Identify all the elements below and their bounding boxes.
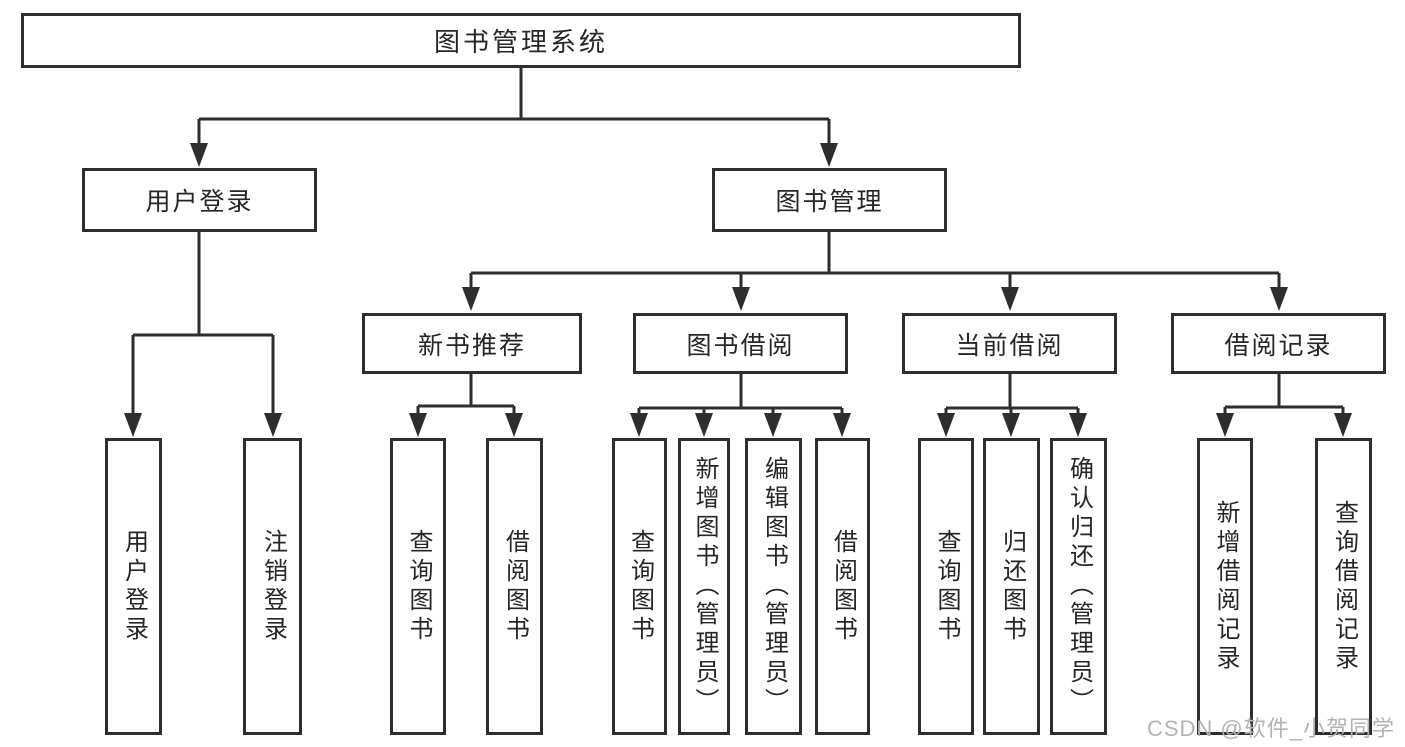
node-label: 注销登录 xyxy=(259,528,287,645)
leaf-user-login: 用户登录 xyxy=(105,438,162,735)
node-library-system: 图书管理系统 xyxy=(21,13,1021,68)
leaf-borrow-books-1: 借阅图书 xyxy=(486,438,543,735)
node-label: 当前借阅 xyxy=(955,331,1064,360)
node-label: 借阅图书 xyxy=(829,528,857,645)
leaf-add-borrow-record: 新增借阅记录 xyxy=(1197,438,1253,735)
node-label: 查询图书 xyxy=(626,528,654,645)
leaf-query-books-3: 查询图书 xyxy=(918,438,974,735)
node-current-borrowing: 当前借阅 xyxy=(902,313,1117,374)
node-label: 借阅记录 xyxy=(1224,331,1333,360)
node-label: 查询图书 xyxy=(933,528,960,645)
node-book-borrowing: 图书借阅 xyxy=(633,313,848,374)
node-user-login: 用户登录 xyxy=(82,168,317,232)
node-label: 图书借阅 xyxy=(686,331,795,360)
node-label: 确认归还（管理员） xyxy=(1065,456,1093,717)
node-label: 查询借阅记录 xyxy=(1330,499,1358,674)
leaf-borrow-books-2: 借阅图书 xyxy=(815,438,870,735)
leaf-query-books-1: 查询图书 xyxy=(390,438,446,735)
leaf-add-book-admin: 新增图书（管理员） xyxy=(678,438,730,735)
node-label: 图书管理系统 xyxy=(433,27,608,57)
node-label: 图书管理 xyxy=(775,188,884,216)
node-label: 借阅图书 xyxy=(501,528,529,645)
node-new-book-recommend: 新书推荐 xyxy=(362,313,582,374)
node-label: 新增图书（管理员） xyxy=(691,456,718,717)
node-borrow-records: 借阅记录 xyxy=(1171,313,1386,374)
leaf-return-book: 归还图书 xyxy=(983,438,1040,735)
leaf-logout: 注销登录 xyxy=(243,438,302,735)
node-label: 编辑图书（管理员） xyxy=(760,456,788,717)
node-label: 新书推荐 xyxy=(417,331,526,360)
node-label: 用户登录 xyxy=(145,188,254,216)
node-label: 归还图书 xyxy=(998,528,1026,645)
node-label: 新增借阅记录 xyxy=(1212,499,1239,674)
leaf-query-books-2: 查询图书 xyxy=(612,438,667,735)
node-book-management: 图书管理 xyxy=(712,168,947,232)
node-label: 用户登录 xyxy=(120,528,148,645)
node-label: 查询图书 xyxy=(405,528,432,645)
leaf-edit-book-admin: 编辑图书（管理员） xyxy=(745,438,802,735)
leaf-query-borrow-record: 查询借阅记录 xyxy=(1315,438,1372,735)
leaf-confirm-return-admin: 确认归还（管理员） xyxy=(1050,438,1107,735)
